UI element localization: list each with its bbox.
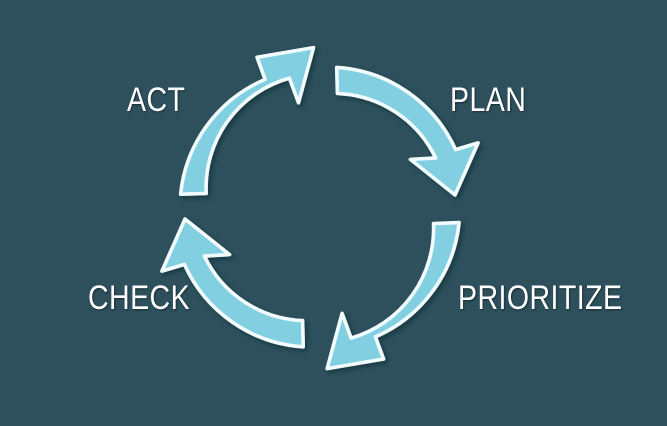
label-act: ACT [127,81,186,119]
label-check: CHECK [88,279,191,317]
arrow-prioritize-to-check [325,220,461,371]
arrow-act-to-plan [178,45,316,196]
arrow-check-to-act [160,217,305,349]
arrow-plan-to-prioritize [334,65,480,197]
arrow-group [160,45,480,371]
label-plan: PLAN [450,81,527,119]
label-prioritize: PRIORITIZE [458,279,623,317]
